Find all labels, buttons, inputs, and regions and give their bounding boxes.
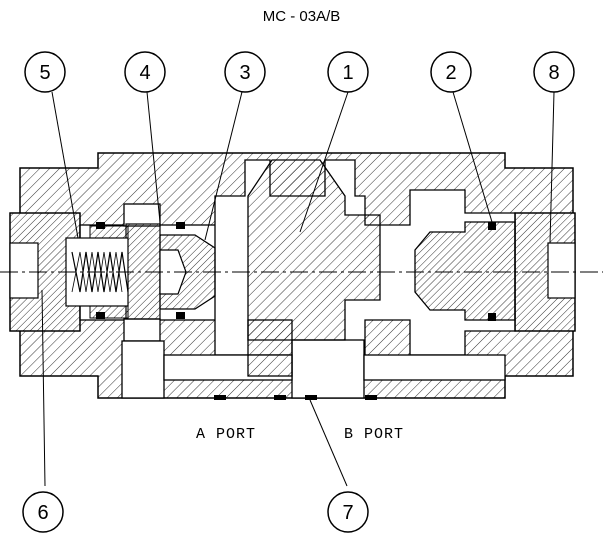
balloon-8-label: 8 — [548, 62, 559, 84]
balloon-5: 5 — [24, 51, 66, 93]
piston-1 — [247, 159, 381, 377]
balloon-2-label: 2 — [445, 62, 456, 84]
balloon-8: 8 — [533, 51, 575, 93]
drawing-title: MC - 03A/B — [262, 8, 341, 25]
b-port-label: B PORT — [344, 426, 405, 443]
balloon-3-label: 3 — [239, 62, 250, 84]
a-port-label: A PORT — [196, 426, 257, 443]
balloon-7: 7 — [327, 491, 369, 533]
leader-lines — [41, 91, 555, 487]
balloon-7-label: 7 — [342, 502, 353, 524]
balloon-1: 1 — [327, 51, 369, 93]
balloon-4-label: 4 — [139, 62, 150, 84]
port-seals — [214, 395, 377, 400]
balloon-1-label: 1 — [342, 62, 353, 84]
balloon-6: 6 — [22, 491, 64, 533]
balloon-4: 4 — [124, 51, 166, 93]
balloon-6-label: 6 — [37, 502, 48, 524]
balloon-5-label: 5 — [39, 62, 50, 84]
balloon-2: 2 — [430, 51, 472, 93]
balloon-3: 3 — [224, 51, 266, 93]
